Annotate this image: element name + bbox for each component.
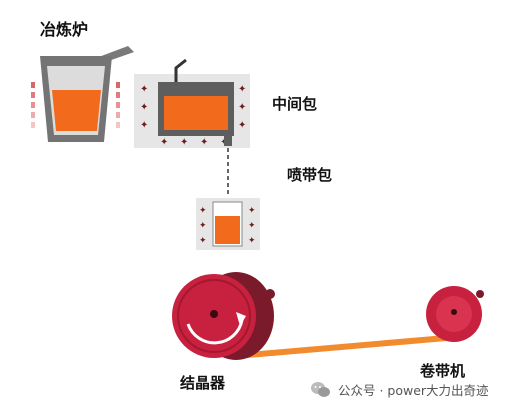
tundish-label: 中间包 xyxy=(272,95,318,113)
roller-shaft xyxy=(265,289,275,299)
svg-text:✦: ✦ xyxy=(140,120,148,131)
rotation-arrow xyxy=(186,319,244,345)
coiler-label: 卷带机 xyxy=(420,362,466,380)
furnace xyxy=(31,46,134,142)
spray-nozzle-package: ✦ ✦ ✦ ✦ ✦ ✦ xyxy=(196,198,260,250)
coiler-shaft xyxy=(476,290,484,298)
svg-text:✦: ✦ xyxy=(160,137,168,148)
tundish-stopper xyxy=(174,58,187,82)
rotation-arrow-head xyxy=(236,312,246,326)
roller-axle xyxy=(210,310,218,318)
spray-melt xyxy=(215,216,240,244)
furnace-heater-right xyxy=(116,82,120,128)
svg-text:✦: ✦ xyxy=(248,206,256,216)
spray-heater-dots: ✦ ✦ ✦ ✦ ✦ ✦ xyxy=(199,206,256,246)
crystallizer-label: 结晶器 xyxy=(180,374,226,392)
watermark-text: 公众号 · power大力出奇迹 xyxy=(338,383,489,398)
spray-nozzle-label: 喷带包 xyxy=(287,166,333,184)
svg-text:✦: ✦ xyxy=(180,137,188,148)
coiler-axle xyxy=(451,309,457,315)
svg-text:✦: ✦ xyxy=(140,102,148,113)
svg-text:✦: ✦ xyxy=(248,236,256,246)
crystallizer-roller xyxy=(172,272,275,360)
tundish-nozzle xyxy=(224,136,232,146)
metal-strip xyxy=(235,335,447,359)
tundish: ✦ ✦ ✦ ✦ ✦ ✦ ✦ ✦ ✦ ✦ xyxy=(134,58,250,148)
watermark: 公众号 · power大力出奇迹 xyxy=(310,380,489,399)
coiler-roller xyxy=(426,286,484,342)
svg-text:✦: ✦ xyxy=(140,84,148,95)
furnace-heater-left xyxy=(31,82,35,128)
svg-text:✦: ✦ xyxy=(200,137,208,148)
svg-text:✦: ✦ xyxy=(238,120,246,131)
furnace-label: 冶炼炉 xyxy=(40,20,89,39)
furnace-melt xyxy=(52,90,101,131)
svg-text:✦: ✦ xyxy=(199,236,207,246)
wechat-icon xyxy=(311,381,330,397)
svg-text:✦: ✦ xyxy=(238,84,246,95)
svg-text:✦: ✦ xyxy=(248,221,256,231)
svg-text:✦: ✦ xyxy=(199,206,207,216)
svg-text:✦: ✦ xyxy=(238,102,246,113)
svg-text:✦: ✦ xyxy=(199,221,207,231)
tundish-melt xyxy=(164,96,228,130)
